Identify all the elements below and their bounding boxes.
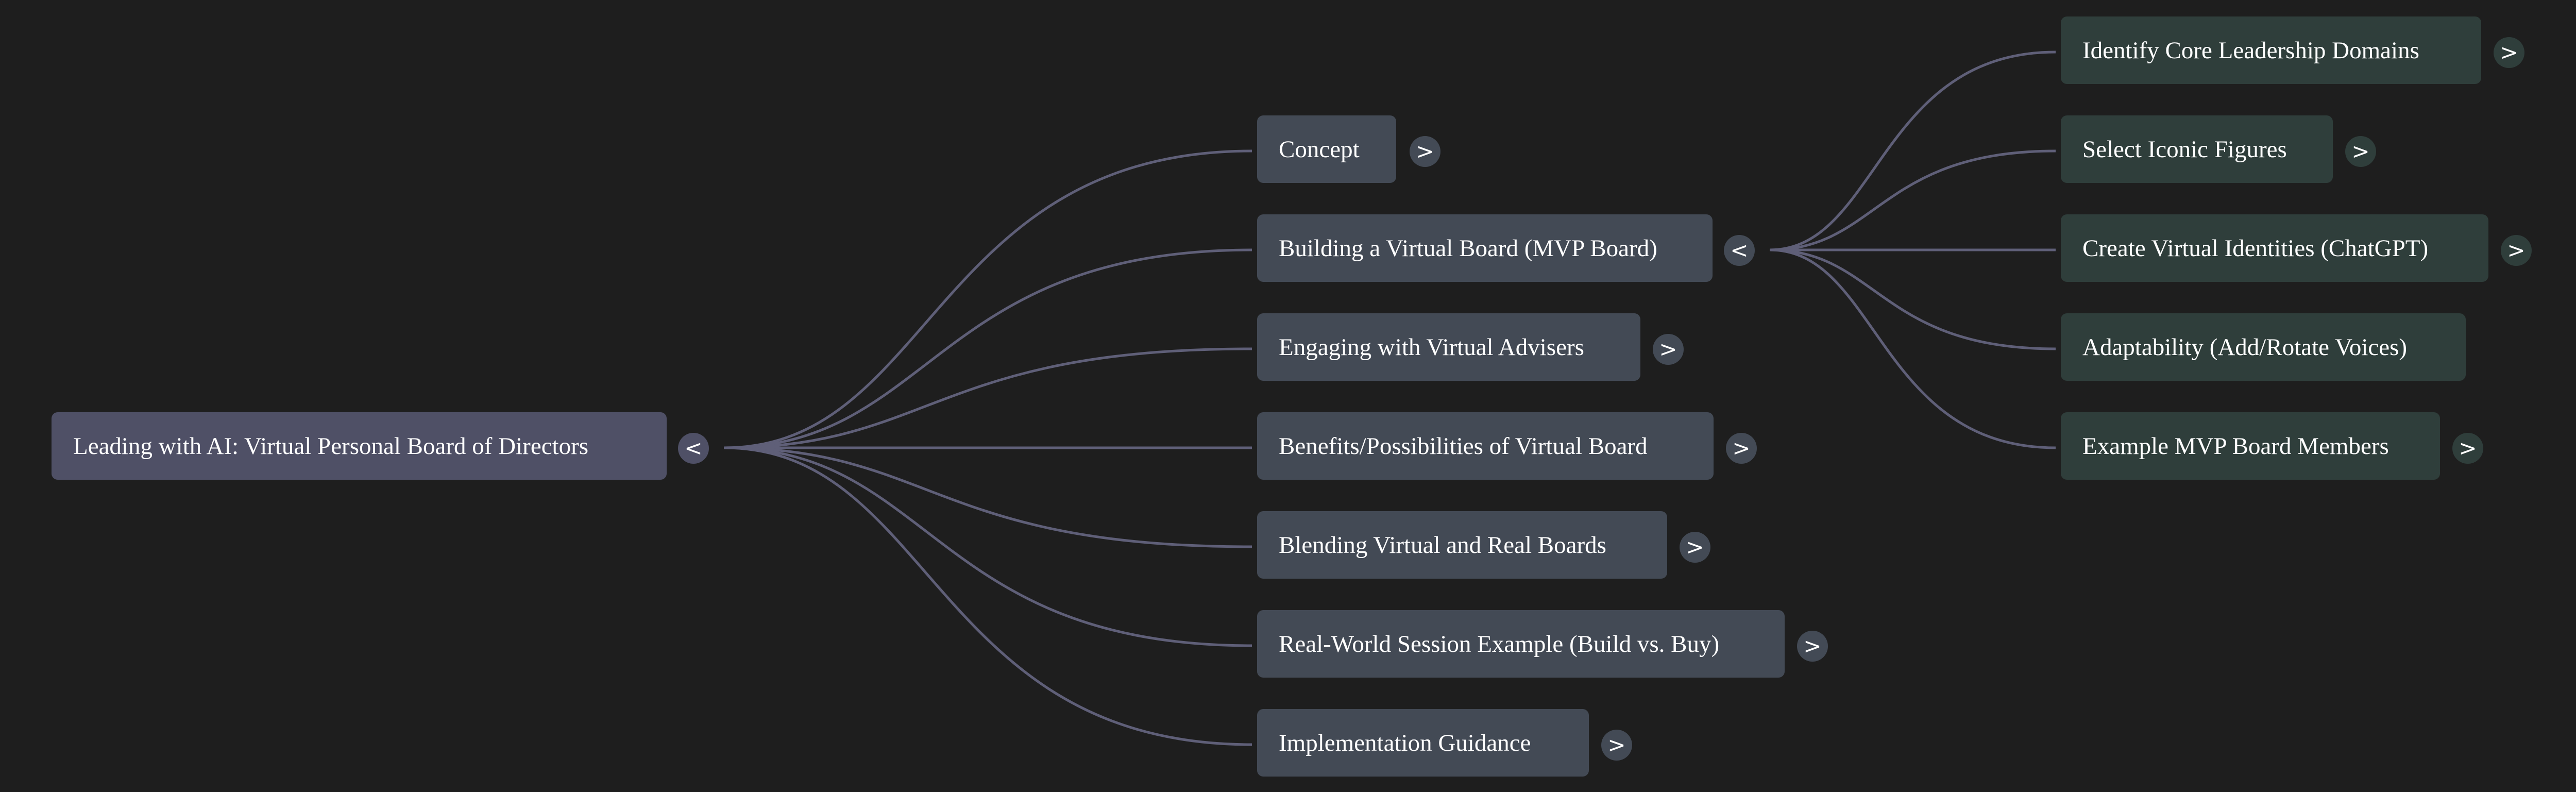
- branch-node-concept[interactable]: Concept: [1257, 115, 1396, 183]
- subbranch-node-select-iconic-figures[interactable]: Select Iconic Figures: [2061, 115, 2333, 183]
- connector-root-building: [723, 248, 1252, 449]
- branch-node-engaging-virtual-advisers[interactable]: Engaging with Virtual Advisers: [1257, 313, 1640, 381]
- root-node-label: Leading with AI: Virtual Personal Board …: [73, 432, 589, 460]
- connector-building-identify: [1769, 50, 2056, 251]
- chevron-left-icon: <: [1730, 238, 1749, 263]
- branch-expand-toggle-blending-boards[interactable]: >: [1680, 532, 1710, 563]
- chevron-right-icon: >: [1803, 633, 1822, 659]
- connector-root-blending: [723, 446, 1252, 548]
- subbranch-expand-toggle-identify-core-domains[interactable]: >: [2494, 37, 2524, 68]
- subbranch-node-create-virtual-identities[interactable]: Create Virtual Identities (ChatGPT): [2061, 214, 2488, 282]
- chevron-right-icon: >: [1607, 732, 1626, 757]
- branch-expand-toggle-implementation-guidance[interactable]: >: [1601, 730, 1632, 761]
- branch-expand-toggle-engaging-virtual-advisers[interactable]: >: [1653, 334, 1684, 365]
- subbranch-node-example-mvp-members[interactable]: Example MVP Board Members: [2061, 412, 2440, 480]
- branch-node-label: Benefits/Possibilities of Virtual Board: [1279, 432, 1648, 460]
- branch-collapse-toggle-building-virtual-board[interactable]: <: [1724, 235, 1755, 266]
- subbranch-node-label: Identify Core Leadership Domains: [2082, 37, 2419, 64]
- branch-node-implementation-guidance[interactable]: Implementation Guidance: [1257, 709, 1589, 777]
- branch-expand-toggle-real-world-session[interactable]: >: [1797, 631, 1828, 662]
- branch-node-building-virtual-board[interactable]: Building a Virtual Board (MVP Board): [1257, 214, 1713, 282]
- branch-expand-toggle-concept[interactable]: >: [1410, 136, 1440, 167]
- root-node[interactable]: Leading with AI: Virtual Personal Board …: [52, 412, 667, 480]
- chevron-right-icon: >: [2351, 139, 2370, 164]
- chevron-right-icon: >: [2500, 40, 2518, 65]
- connector-root-concept: [723, 149, 1252, 449]
- branch-node-label: Implementation Guidance: [1279, 729, 1531, 756]
- chevron-right-icon: >: [2459, 435, 2477, 461]
- chevron-left-icon: <: [684, 435, 703, 461]
- chevron-right-icon: >: [2507, 238, 2526, 263]
- branch-expand-toggle-benefits-possibilities[interactable]: >: [1726, 433, 1757, 464]
- branch-node-blending-boards[interactable]: Blending Virtual and Real Boards: [1257, 511, 1667, 579]
- connector-building-example: [1769, 248, 2056, 449]
- connector-building-adaptability: [1769, 248, 2056, 350]
- root-collapse-toggle[interactable]: <: [678, 433, 709, 464]
- subbranch-expand-toggle-create-virtual-identities[interactable]: >: [2501, 235, 2532, 266]
- connector-root-real-world: [723, 446, 1252, 647]
- chevron-right-icon: >: [1416, 139, 1434, 164]
- connector-root-implementation: [723, 446, 1252, 746]
- branch-node-benefits-possibilities[interactable]: Benefits/Possibilities of Virtual Board: [1257, 412, 1714, 480]
- connector-building-select: [1769, 149, 2056, 251]
- subbranch-node-label: Select Iconic Figures: [2082, 136, 2287, 163]
- branch-node-label: Engaging with Virtual Advisers: [1279, 333, 1584, 361]
- subbranch-node-adaptability[interactable]: Adaptability (Add/Rotate Voices): [2061, 313, 2466, 381]
- branch-node-label: Building a Virtual Board (MVP Board): [1279, 234, 1657, 262]
- subbranch-expand-toggle-select-iconic-figures[interactable]: >: [2345, 136, 2376, 167]
- chevron-right-icon: >: [1732, 435, 1751, 461]
- branch-node-label: Blending Virtual and Real Boards: [1279, 531, 1606, 559]
- branch-node-label: Real-World Session Example (Build vs. Bu…: [1279, 630, 1720, 658]
- subbranch-node-label: Example MVP Board Members: [2082, 432, 2389, 460]
- branch-node-label: Concept: [1279, 136, 1360, 163]
- subbranch-node-label: Create Virtual Identities (ChatGPT): [2082, 234, 2429, 262]
- branch-node-real-world-session[interactable]: Real-World Session Example (Build vs. Bu…: [1257, 610, 1785, 678]
- chevron-right-icon: >: [1659, 336, 1677, 362]
- connector-root-engaging: [723, 347, 1252, 449]
- subbranch-node-label: Adaptability (Add/Rotate Voices): [2082, 333, 2408, 361]
- chevron-right-icon: >: [1686, 534, 1704, 560]
- subbranch-node-identify-core-domains[interactable]: Identify Core Leadership Domains: [2061, 16, 2481, 84]
- subbranch-expand-toggle-example-mvp-members[interactable]: >: [2452, 433, 2483, 464]
